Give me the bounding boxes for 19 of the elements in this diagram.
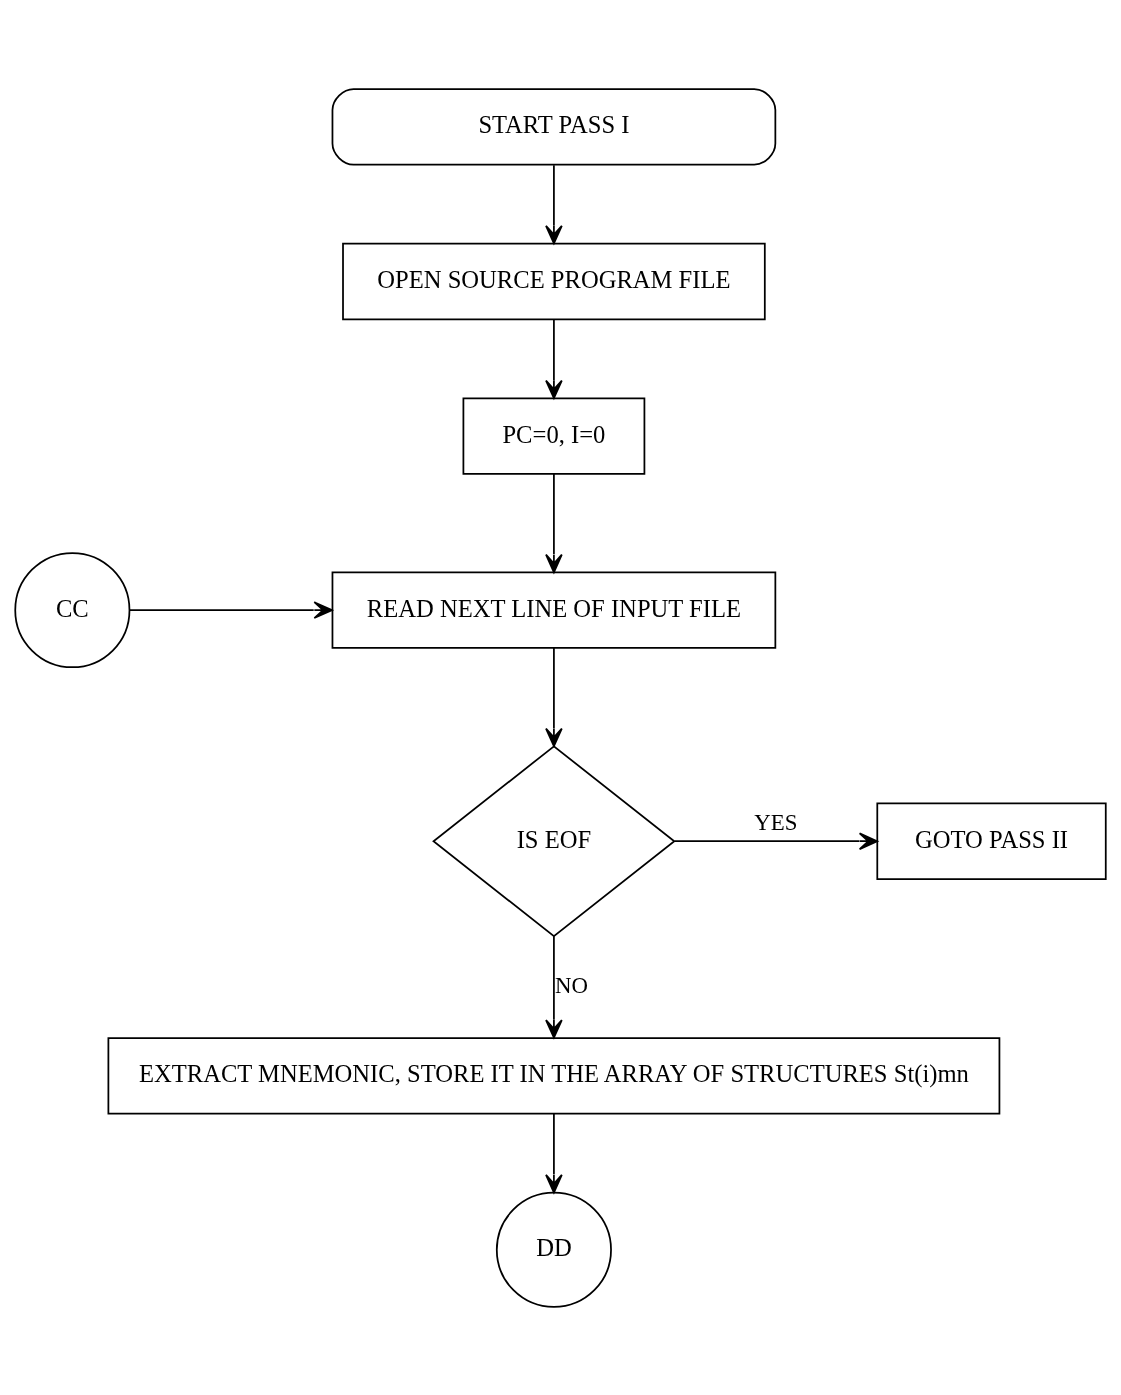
- arrow: [673, 831, 879, 850]
- node-circle: CC: [14, 551, 131, 668]
- node-box: EXTRACT MNEMONIC, STORE IT IN THE ARRAY OF STRUCTURES St(i)mn: [107, 1036, 1001, 1115]
- arrow: [545, 318, 563, 399]
- node-box: GOTO PASS II: [876, 802, 1107, 880]
- arrow: [545, 163, 563, 244]
- arrow: [545, 1112, 563, 1193]
- node-box: READ NEXT LINE OF INPUT FILE: [331, 570, 777, 649]
- node-box: OPEN SOURCE PROGRAM FILE: [342, 242, 766, 320]
- node-box: PC=0, I=0: [462, 396, 646, 475]
- arrow: [545, 472, 563, 573]
- node-circle: DD: [495, 1191, 612, 1308]
- edge-label: YES: [754, 809, 798, 835]
- arrow: [545, 646, 563, 747]
- arrow: [545, 934, 563, 1038]
- node-box: START PASS I: [331, 87, 777, 165]
- edge-label: NO: [554, 972, 588, 998]
- node-diamond: IS EOF: [432, 744, 676, 937]
- arrow: [128, 600, 333, 619]
